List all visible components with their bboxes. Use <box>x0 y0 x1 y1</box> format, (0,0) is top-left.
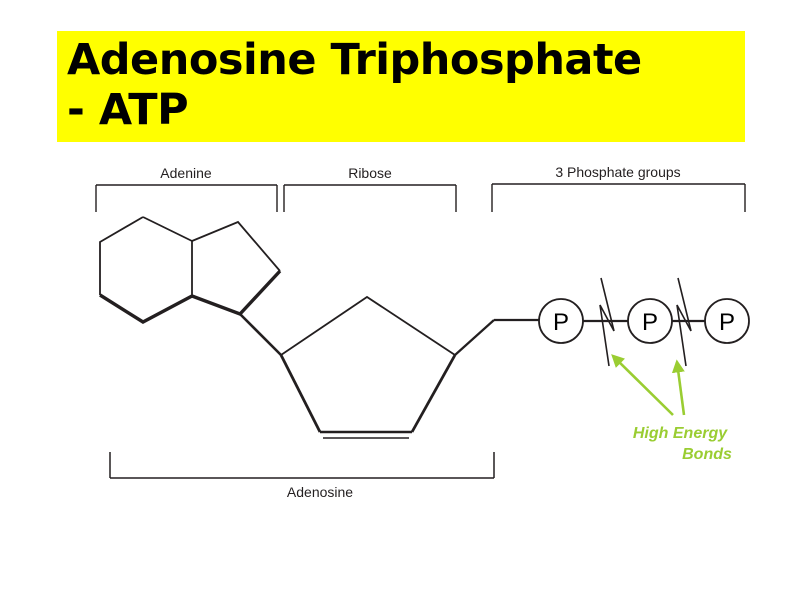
bracket-adenosine <box>109 452 495 479</box>
ribose-ring <box>279 295 457 439</box>
bracket-phosphate-groups <box>491 183 746 212</box>
phosphate-group-1: P <box>538 298 584 344</box>
bracket-label-ribose: Ribose <box>348 165 392 181</box>
bond-adenine-ribose <box>239 313 282 356</box>
high-energy-bonds-label-line2: Bonds <box>682 446 732 463</box>
bond-ribose-phosphate <box>454 318 539 356</box>
high-energy-arrow-right <box>671 359 686 416</box>
high-energy-bond-arrows <box>611 354 686 416</box>
phosphate-label-1: P <box>553 309 569 336</box>
phosphate-label-3: P <box>719 309 735 336</box>
phosphate-circle-1 <box>538 298 584 344</box>
page-title: Adenosine Triphosphate - ATP <box>67 35 642 135</box>
adenine-ring-system <box>99 216 282 324</box>
high-energy-bond-squiggle-2 <box>676 277 692 367</box>
title-banner: Adenosine Triphosphate - ATP <box>57 31 745 142</box>
phosphate-label-2: P <box>642 309 658 336</box>
bracket-adenine <box>95 184 278 212</box>
bracket-ribose <box>283 184 457 212</box>
bracket-label-adenine: Adenine <box>160 165 212 181</box>
phosphate-group-2: P <box>627 298 673 344</box>
bracket-label-phosphate-groups: 3 Phosphate groups <box>555 164 680 180</box>
high-energy-bond-squiggle-1 <box>599 277 615 367</box>
phosphate-group-3: P <box>704 298 750 344</box>
phosphate-circle-3 <box>704 298 750 344</box>
high-energy-bonds-label-line1: High Energy <box>633 425 728 442</box>
high-energy-arrow-left <box>611 354 674 416</box>
phosphate-circle-2 <box>627 298 673 344</box>
bracket-label-adenosine: Adenosine <box>287 484 353 500</box>
